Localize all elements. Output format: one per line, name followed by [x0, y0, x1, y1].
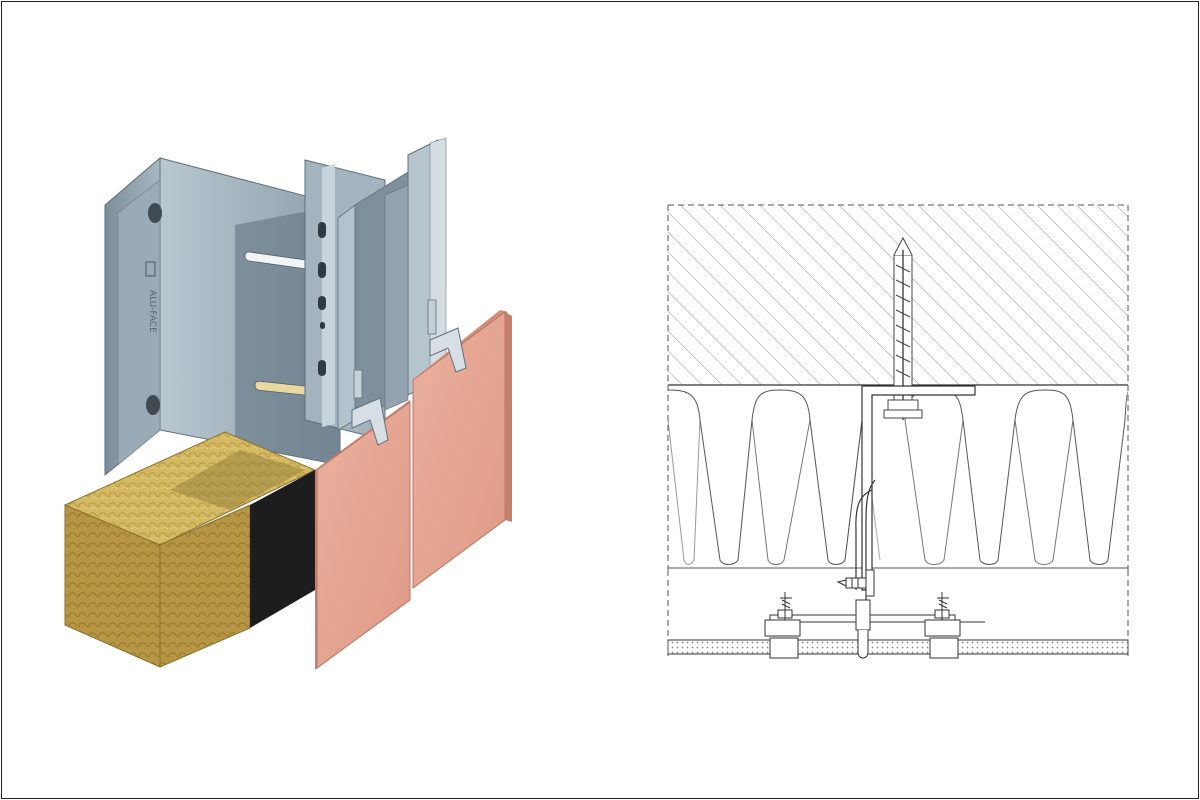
horizontal-rail-section [764, 592, 985, 659]
insulation-block [63, 431, 317, 668]
facade-panel-section [667, 639, 1129, 655]
anchor-hole-top [148, 203, 162, 223]
screw-right [924, 592, 961, 659]
clip-upper [427, 299, 467, 373]
screw-left [764, 592, 801, 659]
brand-label: ALU-FACE [147, 290, 157, 333]
wind-membrane [250, 470, 315, 628]
cross-section-drawing [667, 204, 1129, 660]
panel-clips [351, 299, 467, 446]
rivet-screw [836, 569, 875, 597]
isometric-assembly: ALU-FACE [63, 137, 512, 670]
anchor-dowel [883, 236, 923, 420]
clip-lower [351, 369, 389, 446]
bracket-section [855, 385, 976, 600]
vertical-profile [304, 137, 447, 441]
brand-logo: ALU-FACE [145, 261, 157, 333]
anchor-hole-bottom [146, 395, 160, 415]
